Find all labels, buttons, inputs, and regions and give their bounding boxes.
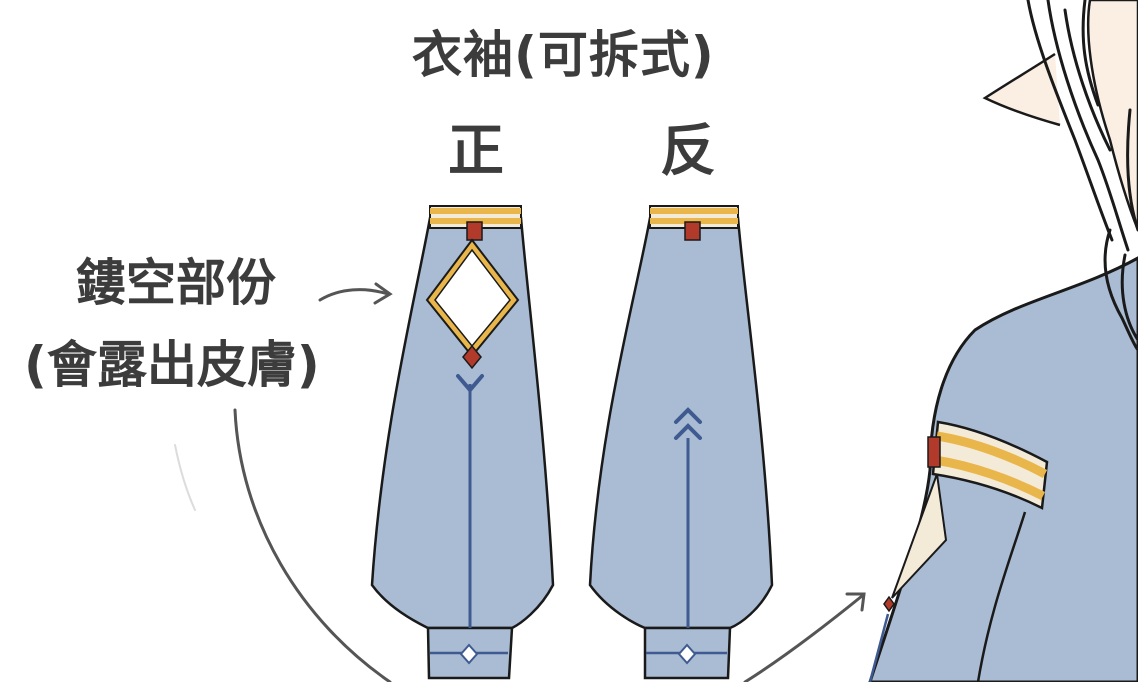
curved-arrow-head	[845, 592, 866, 612]
front-band-clasp	[466, 221, 483, 241]
front-gold-stripe-1	[430, 208, 521, 214]
annotation-arrows	[174, 282, 866, 682]
character-arm-cutout-gem	[883, 595, 895, 613]
back-cuff-gem	[677, 643, 697, 665]
back-sleeve	[588, 205, 774, 680]
front-cuff-gem	[459, 643, 479, 665]
pointer-arrow-head	[373, 282, 393, 305]
cutout-note-line2: (會露出皮膚)	[24, 336, 320, 394]
front-cutout-red-gem	[462, 344, 482, 370]
back-band-clasp	[684, 221, 701, 241]
back-chevron-up-2	[674, 423, 702, 440]
curved-arrow-to-character	[233, 408, 392, 682]
front-view-label: 正	[448, 119, 504, 184]
character-arm-cutout	[891, 473, 948, 599]
character-ear	[982, 52, 1061, 127]
front-chevron-down	[456, 374, 484, 394]
character-armband-gold-1	[936, 431, 1048, 478]
page-title: 衣袖(可拆式)	[412, 26, 715, 84]
character-armband-clasp	[927, 436, 941, 468]
character-hair	[1026, 0, 1138, 352]
cutout-note-line1: 鏤空部份	[76, 254, 276, 312]
front-sleeve	[370, 205, 555, 680]
character-arm-crease	[976, 511, 1027, 682]
back-gold-stripe-1	[650, 208, 738, 214]
character-face	[1086, 0, 1138, 231]
back-gold-stripe-2	[650, 218, 738, 224]
faint-stroke	[174, 444, 196, 511]
pointer-arrow-to-cutout	[318, 288, 390, 302]
back-chevron-up-1	[674, 407, 702, 424]
back-view-label: 反	[660, 119, 716, 184]
curved-arrow-right-segment	[743, 594, 864, 682]
character-sketch	[868, 0, 1138, 682]
front-gold-stripe-2	[430, 218, 521, 224]
character-sleeve-line	[868, 613, 890, 682]
back-sleeve-body	[588, 216, 774, 630]
character-armband-gold-2	[934, 455, 1046, 500]
